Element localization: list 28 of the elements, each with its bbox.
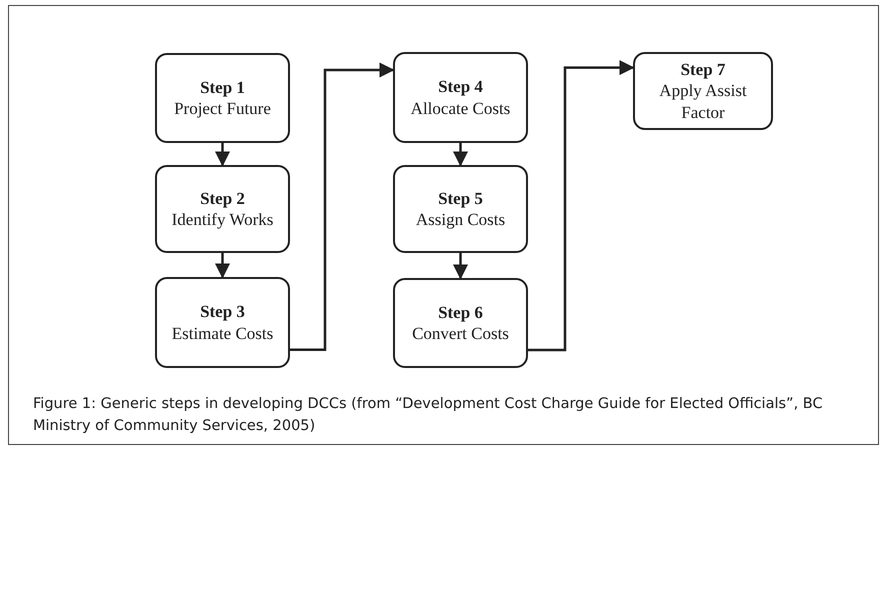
- step-description: Project Future: [174, 98, 271, 120]
- step-box: [155, 53, 290, 143]
- step-box: [393, 278, 528, 368]
- arrow: [290, 62, 394, 352]
- arrow: [453, 143, 468, 166]
- step-description: Estimate Costs: [172, 322, 274, 344]
- figure-caption: Figure 1: Generic steps in developing DCCs (from “Development Cost Charge Guide for Elected Officials”, BC Ministry of Community Services, 2005): [33, 395, 824, 436]
- step-heading: Step 6: [438, 302, 483, 323]
- step-heading: Step 3: [200, 301, 245, 322]
- step-description: Allocate Costs: [410, 98, 510, 119]
- step-box: [393, 165, 528, 253]
- step-heading: Step 1: [200, 76, 245, 98]
- arrow: [215, 143, 230, 166]
- step-box: [155, 165, 290, 253]
- step-box: [393, 52, 528, 143]
- step-heading: Step 7: [680, 59, 726, 80]
- arrow: [453, 253, 468, 280]
- step-box: [155, 277, 290, 368]
- step-description: Identify Works: [172, 209, 274, 230]
- step-description: Apply Assist Factor: [658, 80, 748, 123]
- step-description: Convert Costs: [412, 323, 509, 344]
- step-heading: Step 5: [438, 188, 483, 209]
- step-heading: Step 4: [438, 76, 483, 98]
- step-box: [633, 52, 773, 130]
- step-heading: Step 2: [200, 188, 245, 209]
- step-description: Assign Costs: [416, 209, 506, 230]
- arrow: [215, 253, 230, 278]
- arrow: [528, 60, 634, 352]
